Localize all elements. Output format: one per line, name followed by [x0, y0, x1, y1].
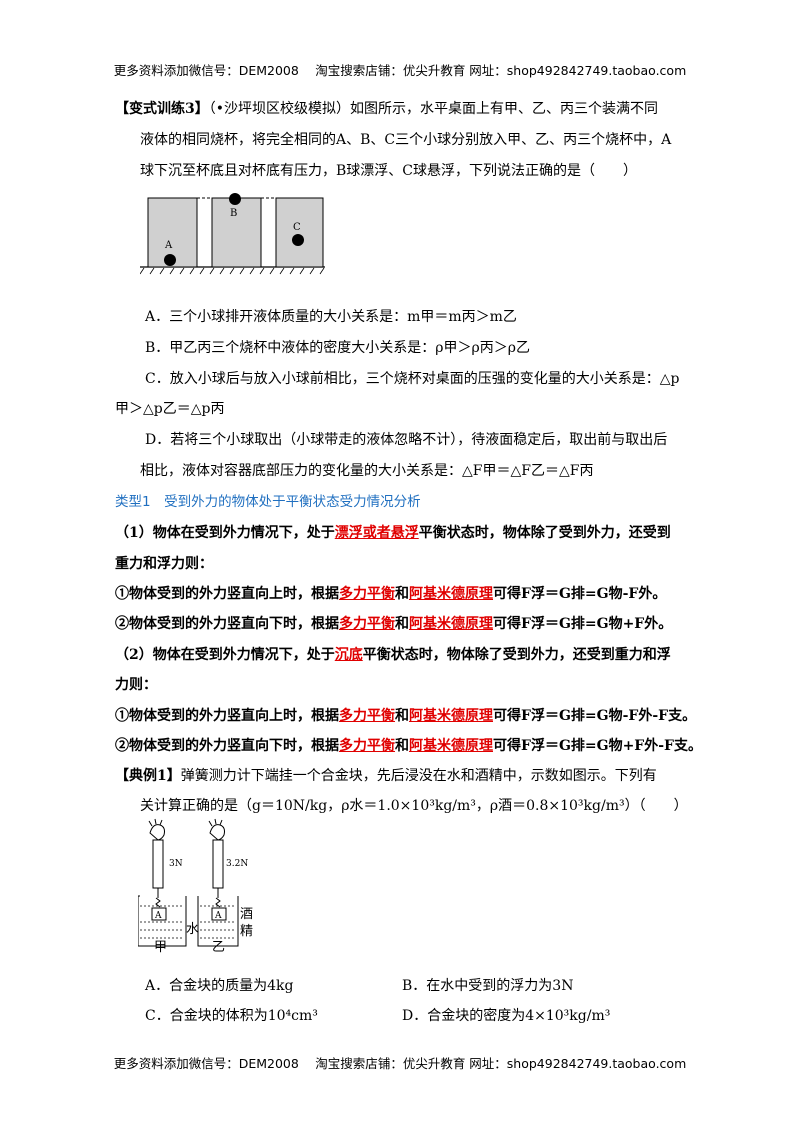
example-label: 【典例1】	[115, 768, 181, 784]
example-stem-line2: 关计算正确的是（g＝10N/kg，ρ水＝1.0×10³kg/m³，ρ酒＝0.8×…	[140, 798, 688, 814]
type1-rule2-line2: 力则：	[115, 677, 157, 693]
right-block-label: A	[214, 911, 222, 921]
example-option-d: D．合金块的密度为4×10³kg/m³	[402, 1008, 611, 1024]
keyword-float-suspend: 漂浮或者悬浮	[334, 525, 419, 541]
type1-case1: ①物体受到的外力竖直向上时，根据多力平衡和阿基米德原理可得F浮＝G排=G物-F外…	[115, 586, 667, 602]
label-c: C	[293, 222, 301, 233]
exercise-label: 【变式训练3】	[115, 101, 209, 117]
label-b: B	[230, 208, 237, 219]
option-a: A．三个小球排开液体质量的大小关系是：m甲＝m丙＞m乙	[145, 309, 517, 325]
type1-case3: ①物体受到的外力竖直向上时，根据多力平衡和阿基米德原理可得F浮＝G排=G物-F外…	[115, 708, 697, 724]
jia-label: 甲	[154, 940, 167, 953]
option-c-line2: 甲＞△p乙＝△p丙	[115, 401, 225, 417]
left-block-label: A	[154, 911, 162, 921]
type1-rule2-line1: （2）物体在受到外力情况下，处于沉底平衡状态时，物体除了受到外力，还受到重力和浮	[115, 647, 671, 663]
alcohol-label-1: 酒	[240, 907, 253, 922]
water-label: 水	[186, 922, 199, 937]
keyword-sink: 沉底	[334, 647, 363, 663]
left-block	[151, 907, 167, 921]
page-footer: 更多资料添加微信号：DEM2008 淘宝搜索店铺：优尖升教育 网址：shop49…	[113, 1056, 687, 1071]
example-option-b: B．在水中受到的浮力为3N	[402, 978, 574, 994]
left-reading: 3N	[169, 859, 183, 869]
section-title: 类型1 受到外力的物体处于平衡状态受力情况分析	[115, 494, 421, 510]
option-b: B．甲乙丙三个烧杯中液体的密度大小关系是：ρ甲＞ρ丙＞ρ乙	[145, 340, 530, 356]
exercise-stem-line2: 液体的相同烧杯，将完全相同的A、B、C三个小球分别放入甲、乙、丙三个烧杯中，A	[140, 132, 672, 148]
example-option-c: C．合金块的体积为10⁴cm³	[145, 1008, 318, 1024]
yi-label: 乙	[212, 940, 225, 953]
left-scale-body	[152, 839, 164, 889]
example-option-a: A．合金块的质量为4kg	[145, 978, 294, 994]
type1-rule1-line1: （1）物体在受到外力情况下，处于漂浮或者悬浮平衡状态时，物体除了受到外力，还受到	[115, 525, 671, 541]
type1-rule1-line2: 重力和浮力则：	[115, 556, 213, 572]
exercise-stem-line3: 球下沉至杯底且对杯底有压力，B球漂浮、C球悬浮，下列说法正确的是（ ）	[140, 163, 637, 179]
example-stem-line1: 【典例1】弹簧测力计下端挂一个合金块，先后浸没在水和酒精中，示数如图示。下列有	[115, 768, 657, 784]
right-reading: 3.2N	[226, 859, 248, 869]
ball-b	[229, 193, 241, 205]
alcohol-label-2: 精	[240, 924, 253, 939]
type1-case2: ②物体受到的外力竖直向下时，根据多力平衡和阿基米德原理可得F浮＝G排=G物+F外…	[115, 616, 673, 632]
option-c-line1: C．放入小球后与放入小球前相比，三个烧杯对桌面的压强的变化量的大小关系是：△p	[145, 371, 680, 387]
type1-case4: ②物体受到的外力竖直向下时，根据多力平衡和阿基米德原理可得F浮＝G排=G物+F外…	[115, 738, 703, 754]
ball-a	[164, 254, 176, 266]
option-d-line1: D．若将三个小球取出（小球带走的液体忽略不计），待液面稳定后，取出前与取出后	[145, 432, 668, 448]
spring-scale-figure: 3N 3.2N A A 水 酒 精 甲 乙	[138, 818, 253, 953]
right-block	[211, 907, 227, 921]
label-a: A	[164, 240, 173, 251]
option-d-line2: 相比，液体对容器底部压力的变化量的大小关系是：△F甲＝△F乙＝△F丙	[140, 463, 594, 479]
right-scale-body	[212, 839, 224, 889]
three-beakers-figure: A B C	[140, 193, 325, 275]
ball-c	[292, 234, 304, 246]
page-header: 更多资料添加微信号：DEM2008 淘宝搜索店铺：优尖升教育 网址：shop49…	[113, 63, 687, 78]
exercise-stem-line1: 【变式训练3】（•沙坪坝区校级模拟）如图所示，水平桌面上有甲、乙、丙三个装满不同	[115, 101, 659, 117]
